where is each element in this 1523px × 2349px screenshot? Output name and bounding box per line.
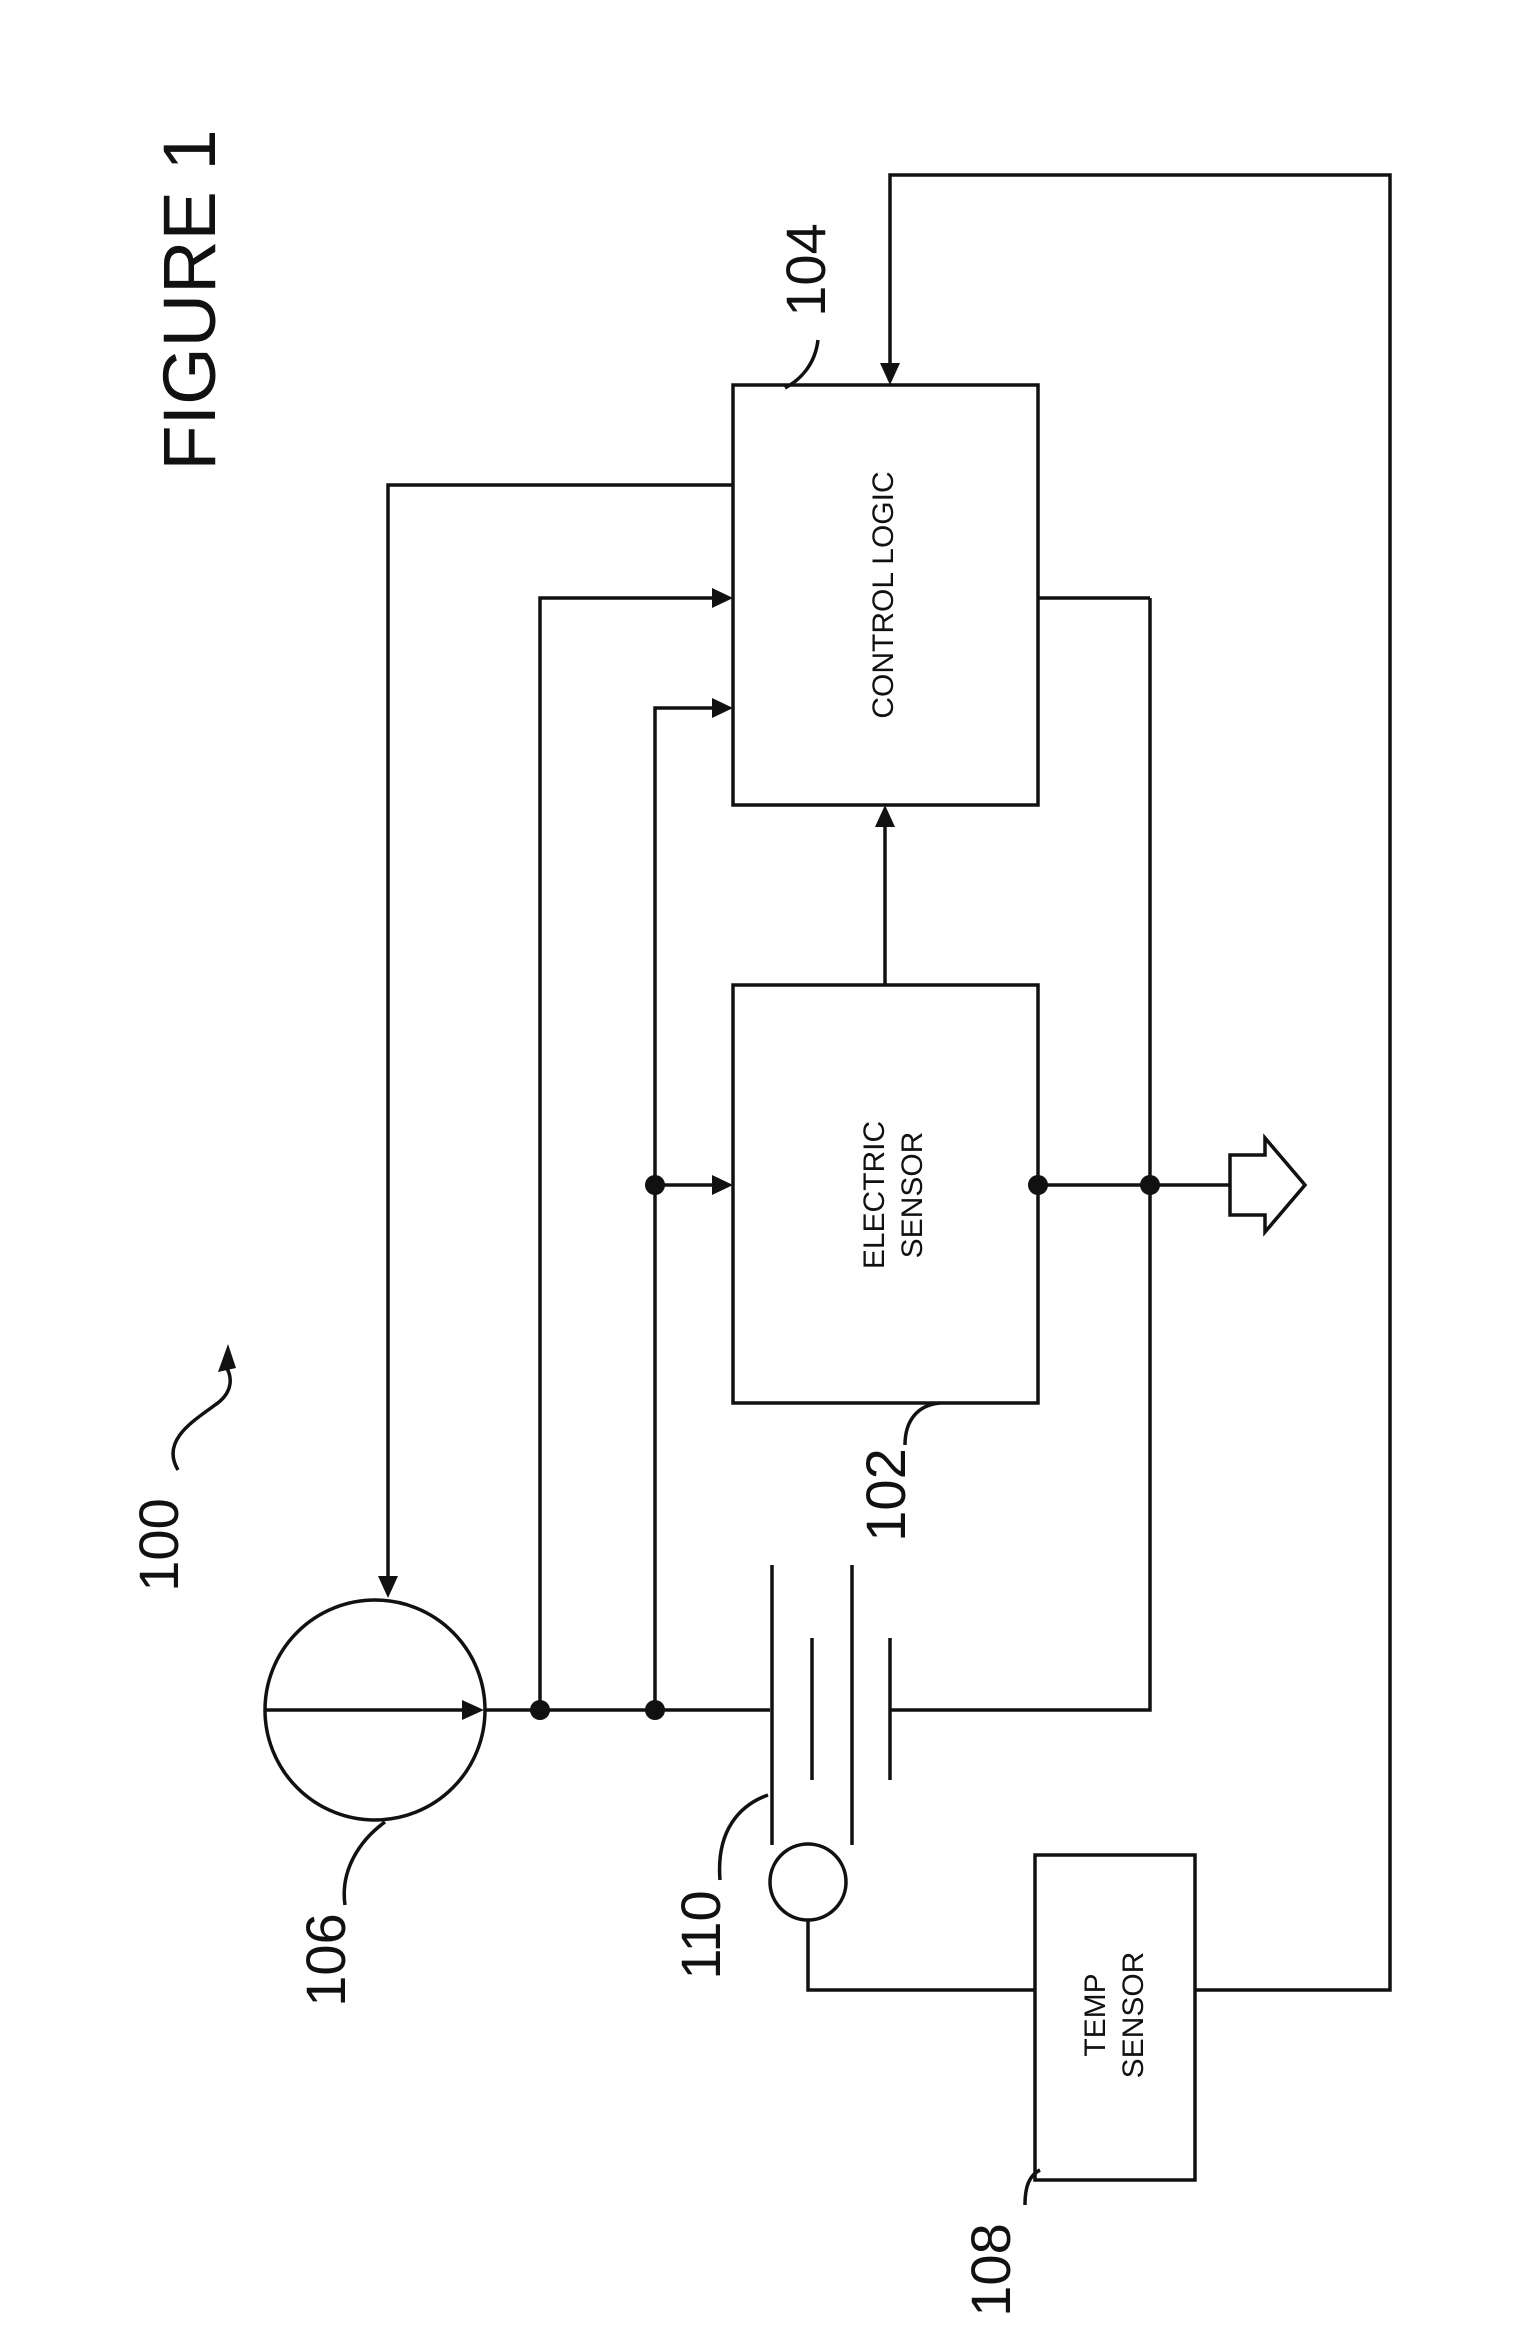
arrow-control-lower (712, 698, 733, 718)
arrow-to-source (378, 1576, 398, 1598)
electric-sensor-ref: 102 (854, 1448, 917, 1541)
arrow-control-upper (712, 588, 733, 608)
temp-sensor-label-2: SENSOR (1117, 1952, 1150, 2079)
current-source-leader (344, 1822, 385, 1905)
control-logic-label: CONTROL LOGIC (867, 471, 900, 718)
output-arrow (1230, 1138, 1305, 1232)
wire-control-to-source (388, 485, 733, 1580)
arrow-sensor-to-control (875, 805, 895, 827)
wire-to-control-lower (655, 708, 715, 1710)
electric-sensor-label-1: ELECTRIC (858, 1121, 891, 1269)
wire-to-control-upper (540, 598, 715, 1710)
thermal-wire (808, 1920, 1035, 1990)
battery-ref: 110 (669, 1890, 732, 1979)
junction-rail (1140, 1175, 1160, 1195)
system-ref-label: 100 (127, 1498, 190, 1591)
electric-sensor-label-2: SENSOR (896, 1132, 929, 1259)
current-source-ref: 106 (294, 1913, 357, 2006)
thermal-element (770, 1844, 846, 1920)
system-ref-arrowhead (218, 1344, 236, 1372)
system-ref-leader (173, 1365, 230, 1470)
figure-title: FIGURE 1 (148, 129, 231, 470)
electric-sensor-leader (905, 1403, 940, 1445)
current-source-arrowhead (462, 1700, 484, 1720)
temp-sensor-ref: 108 (959, 2223, 1022, 2316)
control-logic-leader (785, 340, 818, 388)
battery-leader (720, 1795, 768, 1880)
arrow-sensor-input (712, 1175, 733, 1195)
temp-sensor-label-1: TEMP (1079, 1973, 1112, 2056)
control-logic-ref: 104 (774, 223, 837, 316)
arrow-temp-feedback (880, 363, 900, 385)
temp-sensor-block (1035, 1855, 1195, 2180)
junction-sensor-output (1028, 1175, 1048, 1195)
